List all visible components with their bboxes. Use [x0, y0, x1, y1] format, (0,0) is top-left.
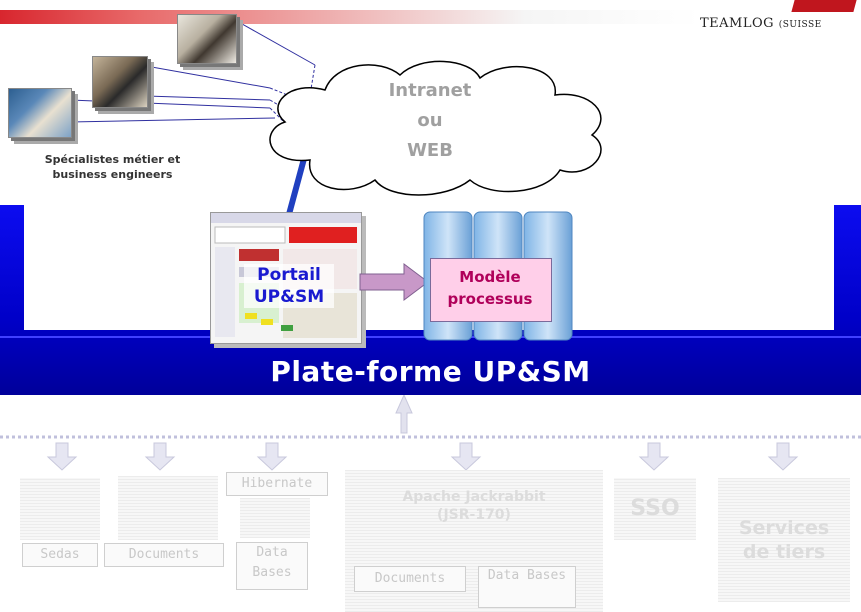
teamlog-logo-text: TEAMLOG (SUISSE: [700, 16, 822, 31]
documents-label-2: Documents: [354, 566, 466, 592]
hibernate-block: [240, 498, 310, 538]
third-party-services-block: [718, 478, 850, 602]
sedas-block: [20, 478, 100, 540]
platform-title: Plate-forme UP&SM: [270, 355, 591, 388]
process-model-box: [430, 258, 552, 322]
user-photo-1: [8, 88, 72, 138]
documents-label-1: Documents: [104, 543, 224, 567]
data-bases-label-1: Data Bases: [236, 542, 308, 590]
cloud-shape: [269, 60, 602, 196]
sso-label: SSO: [630, 496, 680, 521]
header-bar: [0, 10, 700, 24]
cloud-label: Intranet ou WEB: [388, 80, 472, 161]
hibernate-label: Hibernate: [226, 472, 328, 496]
process-model-label: Modèle processus: [447, 268, 533, 308]
jackrabbit-label: Apache Jackrabbit (JSR-170): [402, 489, 546, 523]
data-bases-label-2: Data Bases: [478, 566, 576, 608]
cloud-to-portal-link: [285, 154, 308, 219]
portal-to-model-arrow: [359, 263, 429, 301]
user-photo-3: [177, 14, 237, 64]
documents-block-1: [118, 476, 218, 540]
sedas-label: Sedas: [22, 543, 98, 567]
portal-label: Portail UP&SM: [244, 264, 334, 308]
services-connectors: [0, 395, 861, 471]
sso-block: [614, 478, 696, 540]
users-label: Spécialistes métier et business engineer…: [44, 153, 181, 181]
user-photo-2: [92, 56, 148, 108]
third-party-services-label: Services de tiers: [738, 517, 830, 563]
